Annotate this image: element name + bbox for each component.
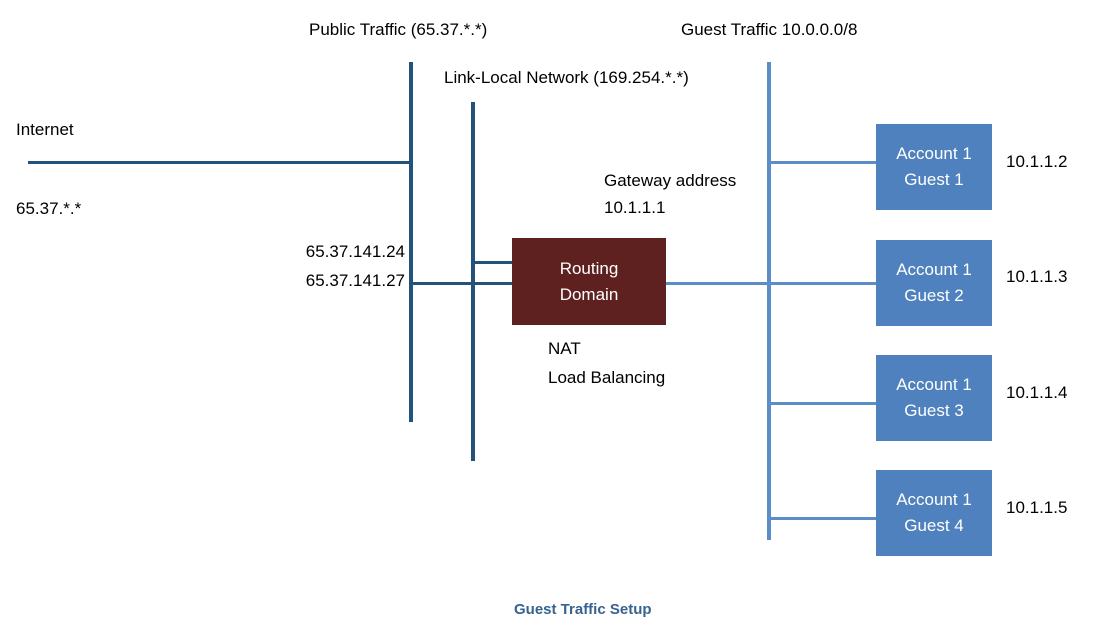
public-traffic-trunk-line	[409, 62, 413, 422]
guest-3-connector-line	[767, 402, 878, 405]
guest-3-account-label: Account 1	[896, 375, 972, 394]
guest-traffic-label: Guest Traffic 10.0.0.0/8	[681, 20, 858, 39]
guest-1-name-label: Guest 1	[904, 170, 964, 189]
guest-1-ip-label: 10.1.1.2	[1006, 152, 1068, 171]
guest-traffic-trunk-line	[767, 62, 771, 540]
guest-3-name-label: Guest 3	[904, 401, 964, 420]
link-local-to-routing-connector	[471, 261, 515, 264]
guest-box-4[interactable]: Account 1 Guest 4	[876, 470, 992, 556]
routing-domain-line-2: Domain	[559, 284, 619, 304]
routing-domain-line-1: Routing	[559, 258, 619, 278]
public-to-routing-connector	[409, 282, 515, 285]
diagram-caption: Guest Traffic Setup	[514, 601, 652, 618]
routing-to-guest-trunk-connector	[663, 282, 878, 285]
guest-box-1[interactable]: Account 1 Guest 1	[876, 124, 992, 210]
guest-4-connector-line	[767, 517, 878, 520]
routing-feature-load-balancing-label: Load Balancing	[548, 368, 666, 387]
guest-box-2[interactable]: Account 1 Guest 2	[876, 240, 992, 326]
gateway-address-value: 10.1.1.1	[604, 198, 666, 217]
guest-box-3[interactable]: Account 1 Guest 3	[876, 355, 992, 441]
guest-2-ip-label: 10.1.1.3	[1006, 267, 1068, 286]
guest-1-account-label: Account 1	[896, 144, 972, 163]
public-traffic-label: Public Traffic (65.37.*.*)	[309, 20, 488, 39]
guest-2-account-label: Account 1	[896, 260, 972, 279]
routing-domain-box[interactable]: Routing Domain	[512, 238, 666, 325]
guest-4-name-label: Guest 4	[904, 516, 964, 535]
link-local-trunk-line	[471, 102, 475, 461]
routing-feature-nat-label: NAT	[548, 339, 581, 358]
guest-4-ip-label: 10.1.1.5	[1006, 498, 1068, 517]
internet-connector-line	[28, 161, 412, 164]
guest-4-account-label: Account 1	[896, 490, 972, 509]
internet-label: Internet	[16, 120, 74, 139]
guest-1-connector-line	[767, 161, 878, 164]
link-local-network-label: Link-Local Network (169.254.*.*)	[444, 68, 689, 87]
gateway-address-title: Gateway address	[604, 171, 737, 190]
public-ip-2-label: 65.37.141.27	[305, 271, 405, 290]
guest-3-ip-label: 10.1.1.4	[1006, 383, 1068, 402]
public-ip-1-label: 65.37.141.24	[305, 242, 405, 261]
guest-2-name-label: Guest 2	[904, 286, 964, 305]
internet-subnet-label: 65.37.*.*	[16, 199, 82, 218]
